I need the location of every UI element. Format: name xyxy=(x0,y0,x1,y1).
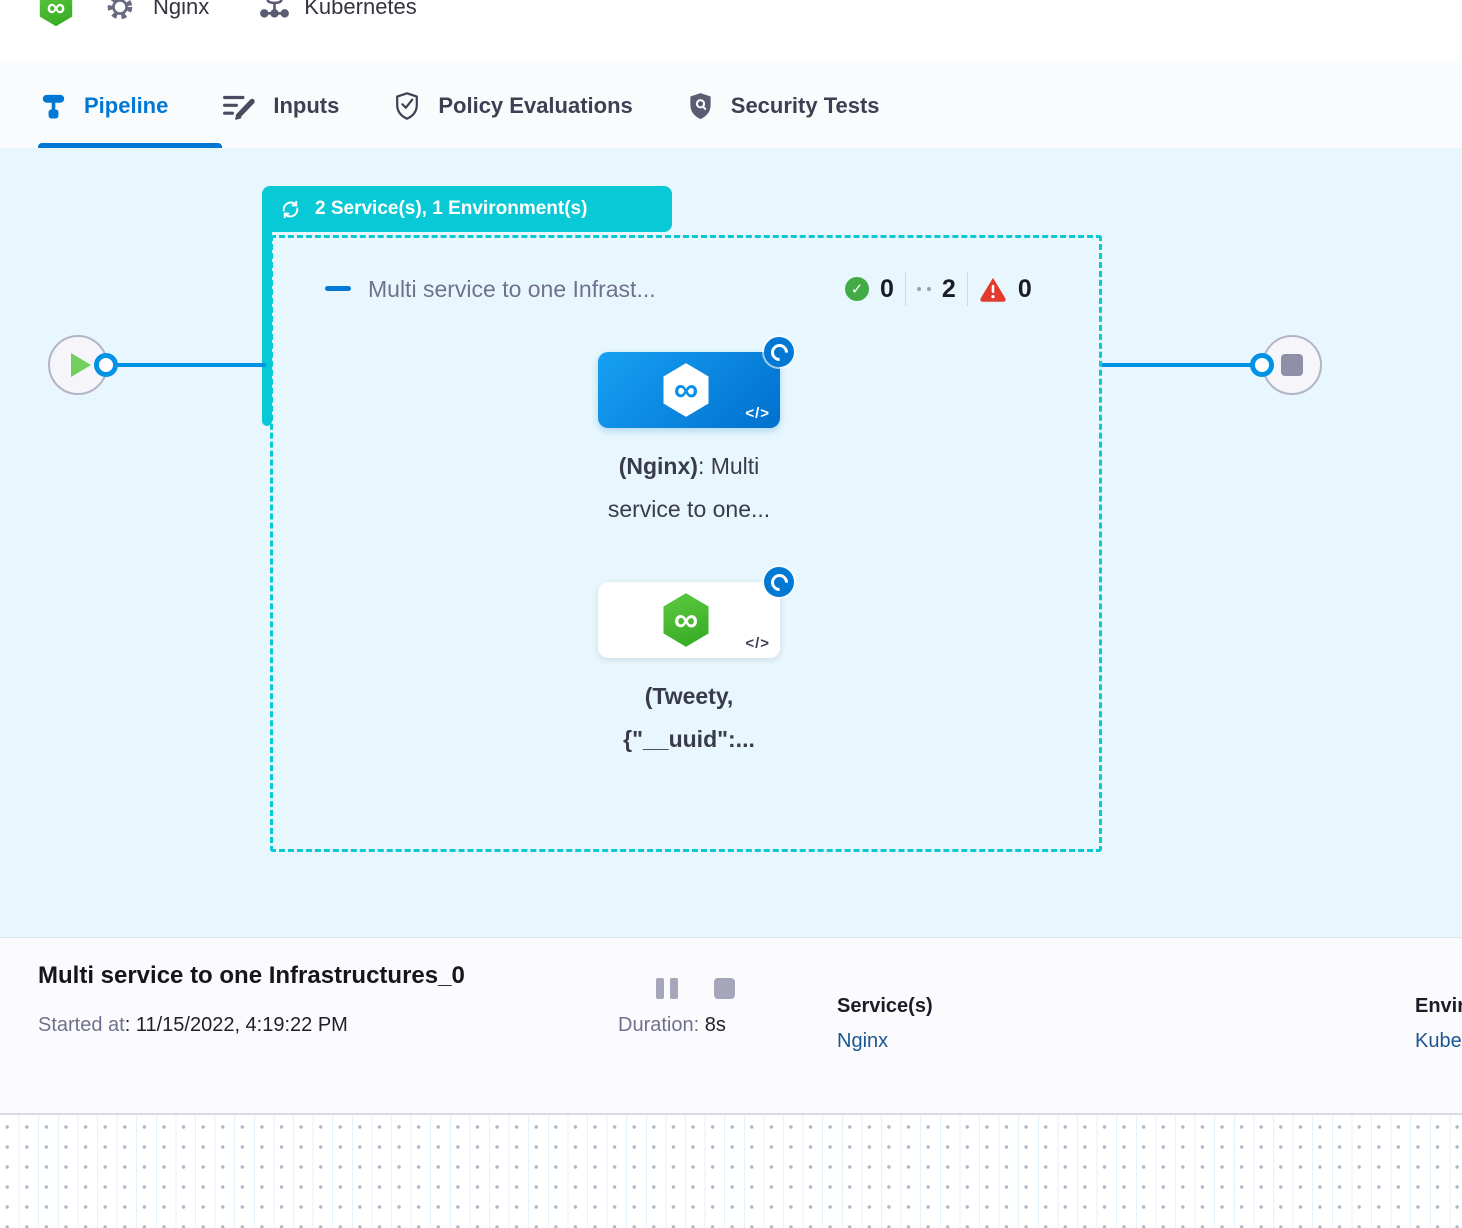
services-summary: Service(s) Nginx xyxy=(837,995,933,1053)
code-icon[interactable]: </> xyxy=(745,405,770,422)
tab-pipeline[interactable]: Pipeline xyxy=(38,92,170,119)
stage-label-nginx: (Nginx): Multi service to one... xyxy=(607,453,771,522)
duration-value: 8s xyxy=(704,1014,726,1036)
success-icon: ✓ xyxy=(845,277,869,301)
page-header: ∞ Nginx xyxy=(0,0,1462,64)
services-environments-label: 2 Service(s), 1 Environment(s) xyxy=(315,198,588,219)
harness-stage-icon: ∞ xyxy=(663,593,709,647)
stage-group-status: ✓ 0 2 0 xyxy=(845,270,1032,308)
collapse-group-button[interactable] xyxy=(325,286,351,291)
success-count: 0 xyxy=(880,274,894,303)
stage-group-title[interactable]: Multi service to one Infrast... xyxy=(368,276,656,302)
environments-label: Environment(s) xyxy=(1415,995,1462,1017)
gear-icon xyxy=(102,0,138,25)
stage-label-tweety: (Tweety, {"__uuid":... xyxy=(623,683,755,752)
stage-card-nginx[interactable]: ∞ </> xyxy=(598,352,780,428)
breadcrumb-environment[interactable]: Kubernetes xyxy=(257,0,417,25)
execution-footer: Multi service to one Infrastructures_0 S… xyxy=(0,937,1462,1114)
stop-icon xyxy=(1281,354,1303,376)
pipeline-icon xyxy=(40,92,67,119)
shield-check-icon xyxy=(393,91,421,121)
started-at-label: Started at xyxy=(38,1014,125,1036)
harness-stage-icon: ∞ xyxy=(663,363,709,417)
edge-group-to-end xyxy=(1102,363,1262,367)
kubernetes-icon xyxy=(257,0,292,25)
started-at-value: : 11/15/2022, 4:19:22 PM xyxy=(124,1014,348,1036)
breadcrumb-environment-label: Kubernetes xyxy=(304,0,417,19)
status-divider xyxy=(966,272,968,306)
tab-policy-evaluations[interactable]: Policy Evaluations xyxy=(391,91,634,121)
tab-bar: Pipeline Inputs Policy Eval xyxy=(0,63,1462,148)
services-label: Service(s) xyxy=(837,995,933,1017)
inputs-edit-icon xyxy=(222,91,256,121)
stage-card-tweety[interactable]: ∞ </> xyxy=(598,582,780,658)
loop-icon xyxy=(278,197,303,222)
service-link-nginx[interactable]: Nginx xyxy=(837,1030,889,1052)
infinity-glyph: ∞ xyxy=(46,0,66,22)
pending-icon xyxy=(916,287,931,291)
loop-status-badge[interactable] xyxy=(764,567,794,597)
shield-scan-icon xyxy=(687,91,714,121)
started-at: Started at: 11/15/2022, 4:19:22 PM xyxy=(38,1014,348,1037)
code-icon[interactable]: </> xyxy=(745,635,770,652)
tab-pipeline-label: Pipeline xyxy=(84,92,169,118)
tab-security-tests-label: Security Tests xyxy=(730,92,880,118)
breadcrumb-pipeline-label: Nginx xyxy=(153,0,210,19)
environment-link-kubernetes[interactable]: Kubernetes xyxy=(1415,1030,1462,1052)
duration: Duration: 8s xyxy=(618,1014,726,1037)
play-icon xyxy=(71,353,91,377)
pipeline-canvas: 2 Service(s), 1 Environment(s) Multi ser… xyxy=(0,148,1462,937)
harness-logo-icon[interactable]: ∞ xyxy=(39,0,73,27)
failed-count: 0 xyxy=(1017,274,1032,303)
stop-button[interactable] xyxy=(714,978,735,999)
environments-summary: Environment(s) Kubernetes xyxy=(1415,995,1462,1053)
tab-inputs-label: Inputs xyxy=(273,92,340,118)
execution-title: Multi service to one Infrastructures_0 xyxy=(38,962,465,989)
breadcrumb: ∞ Nginx xyxy=(38,0,417,29)
loop-status-badge[interactable] xyxy=(764,337,794,367)
warning-icon xyxy=(979,276,1007,302)
start-node-port xyxy=(94,353,118,377)
duration-label: Duration: xyxy=(618,1014,700,1036)
end-node-port xyxy=(1250,353,1274,377)
active-tab-indicator xyxy=(38,143,222,148)
edge-start-to-group xyxy=(106,363,266,367)
stage-group-container xyxy=(270,235,1102,852)
breadcrumb-pipeline[interactable]: Nginx xyxy=(102,0,209,25)
tab-security-tests[interactable]: Security Tests xyxy=(685,91,882,121)
tab-inputs[interactable]: Inputs xyxy=(220,91,341,121)
pending-count: 2 xyxy=(941,274,956,303)
tab-policy-evaluations-label: Policy Evaluations xyxy=(438,92,633,118)
group-left-bar xyxy=(262,208,272,426)
services-environments-badge[interactable]: 2 Service(s), 1 Environment(s) xyxy=(262,186,672,232)
pause-button[interactable] xyxy=(656,978,678,999)
status-divider xyxy=(904,272,906,306)
canvas-dot-grid xyxy=(0,1113,1462,1228)
